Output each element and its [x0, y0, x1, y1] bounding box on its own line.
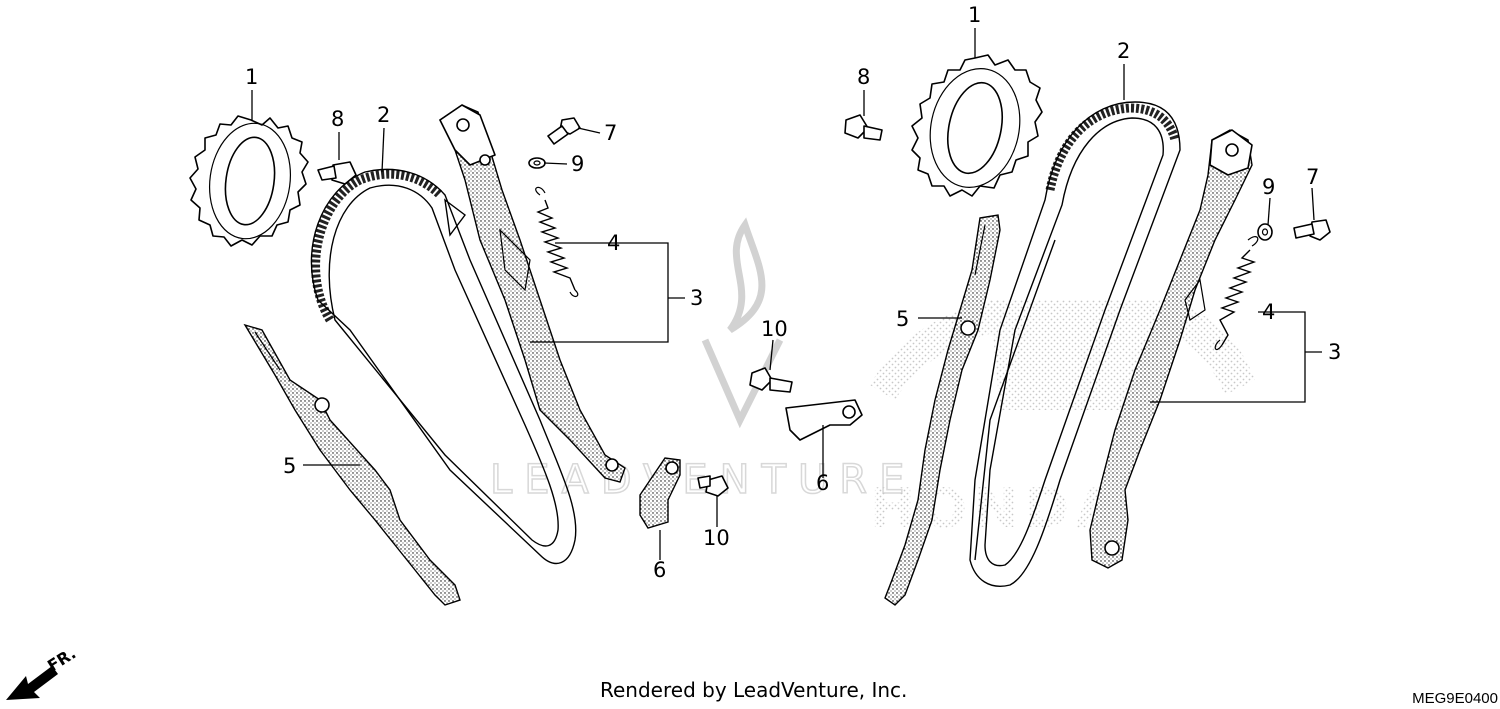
callout-tensioner-right: 3: [1328, 340, 1341, 364]
callout-chain-left: 2: [377, 103, 390, 127]
callout-chain-right: 2: [1117, 39, 1130, 63]
callout-spring-left: 4: [607, 231, 620, 255]
callout-plate-bolt-right: 10: [761, 317, 788, 341]
cam-chain-guide-right: [884, 214, 1001, 606]
left-assembly: [189, 104, 729, 606]
rendered-by-credit: Rendered by LeadVenture, Inc.: [600, 678, 908, 702]
callout-plate-bolt-left: 10: [703, 526, 730, 550]
plate-left: [639, 457, 681, 529]
cam-sprocket-left: [189, 115, 309, 247]
callout-plate-right: 6: [816, 471, 829, 495]
callout-flange-bolt-right: 8: [857, 65, 870, 89]
plate-bolt-10-left: [697, 475, 729, 497]
tensioner-spring-right: [1214, 236, 1259, 350]
front-arrow-icon: [6, 666, 58, 700]
washer-9-left: [528, 157, 546, 169]
callout-bolt-7-left: 7: [604, 121, 617, 145]
callout-sprocket-left: 1: [245, 65, 258, 89]
cam-sprocket-right: [911, 54, 1043, 197]
callout-tensioner-left: 3: [690, 286, 703, 310]
leader-lines: [251, 28, 1322, 560]
honda-watermark-text: HONDA: [870, 477, 1123, 540]
callout-bolt-7-right: 7: [1306, 165, 1319, 189]
callout-washer-right: 9: [1262, 175, 1275, 199]
callout-washer-left: 9: [571, 152, 584, 176]
callout-plate-left: 6: [653, 558, 666, 582]
callout-guide-right: 5: [896, 307, 909, 331]
callout-spring-right: 4: [1262, 300, 1275, 324]
cam-chain-left: [310, 168, 577, 565]
right-assembly: [749, 54, 1331, 606]
plate-right: [785, 399, 863, 441]
tensioner-arm-left: [439, 104, 626, 483]
cam-chain-right: [969, 101, 1181, 587]
tensioner-spring-left: [535, 186, 579, 298]
flange-bolt-8-left: [317, 161, 357, 185]
callout-flange-bolt-left: 8: [331, 107, 344, 131]
front-direction-indicator: FR.: [6, 644, 79, 700]
flange-bolt-8-right: [844, 114, 883, 141]
tensioner-arm-right: [1089, 129, 1253, 569]
callout-labels: 1 8 2 7 9 4 3 5 6 10 10 6 1 2 8 9 7 4 3 …: [245, 3, 1341, 582]
bolt-7-left: [547, 117, 581, 145]
washer-9-right: [1257, 223, 1273, 241]
callout-guide-left: 5: [283, 454, 296, 478]
bolt-7-right: [1293, 219, 1331, 241]
diagram-code: MEG9E0400: [1412, 690, 1498, 707]
callout-sprocket-right: 1: [968, 3, 981, 27]
plate-bolt-10-right: [749, 367, 793, 393]
